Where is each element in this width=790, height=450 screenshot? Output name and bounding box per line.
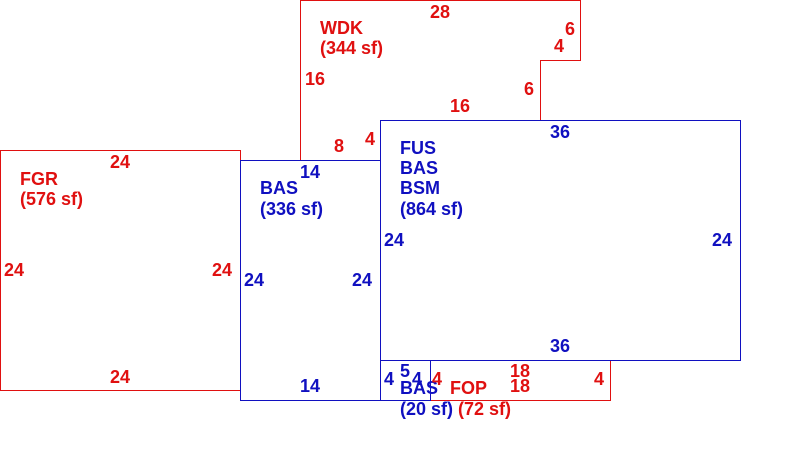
- wdk-dim-step: 4: [365, 129, 375, 149]
- bas-small-area-label: (20 sf): [400, 399, 453, 419]
- fgr-dim-bottom: 24: [110, 367, 130, 387]
- bas-left-dim-right: 24: [352, 270, 372, 290]
- main-code-label-1: FUS: [400, 138, 436, 158]
- fgr-code-label: FGR: [20, 169, 58, 189]
- fop-dim-left: 4: [432, 369, 442, 389]
- bas-small-code-label: BAS: [400, 378, 438, 398]
- main-code-label-3: BSM: [400, 178, 440, 198]
- wdk-area-label: (344 sf): [320, 38, 383, 58]
- main-dim-right: 24: [712, 230, 732, 250]
- bas-small-dim-right: 4: [412, 369, 422, 389]
- fgr-area-label: (576 sf): [20, 189, 83, 209]
- wdk-dim-notch: 4: [554, 36, 564, 56]
- wdk-dim-top: 28: [430, 2, 450, 22]
- bas-small-outline: [380, 360, 431, 401]
- wdk-dim-right-lower: 6: [524, 79, 534, 99]
- main-code-label-2: BAS: [400, 158, 438, 178]
- fgr-dim-right: 24: [212, 260, 232, 280]
- bas-left-code-label: BAS: [260, 178, 298, 198]
- fgr-dim-top: 24: [110, 152, 130, 172]
- bas-small-dim-left: 4: [384, 369, 394, 389]
- bas-left-area-label: (336 sf): [260, 199, 323, 219]
- fop-dim-right: 4: [594, 369, 604, 389]
- bas-small-dim-top: 5: [400, 361, 410, 381]
- main-dim-bottom: 36: [550, 336, 570, 356]
- fop-area-label: (72 sf): [458, 399, 511, 419]
- fop-code-label: FOP: [450, 378, 487, 398]
- main-area-label: (864 sf): [400, 199, 463, 219]
- bas-left-dim-top: 14: [300, 162, 320, 182]
- wdk-dim-bottom-right: 16: [450, 96, 470, 116]
- fgr-dim-left: 24: [4, 260, 24, 280]
- wdk-dim-bottom-left: 8: [334, 136, 344, 156]
- wdk-dim-left: 16: [305, 69, 325, 89]
- main-outline: [380, 120, 741, 361]
- fop-dim-bottom: 18: [510, 376, 530, 396]
- main-dim-left: 24: [384, 230, 404, 250]
- bas-left-dim-left: 24: [244, 270, 264, 290]
- main-dim-top: 36: [550, 122, 570, 142]
- fop-dim-top: 18: [510, 361, 530, 381]
- wdk-outline: [300, 0, 581, 161]
- wdk-code-label: WDK: [320, 18, 363, 38]
- wdk-dim-right-upper: 6: [565, 19, 575, 39]
- bas-left-dim-bottom: 14: [300, 376, 320, 396]
